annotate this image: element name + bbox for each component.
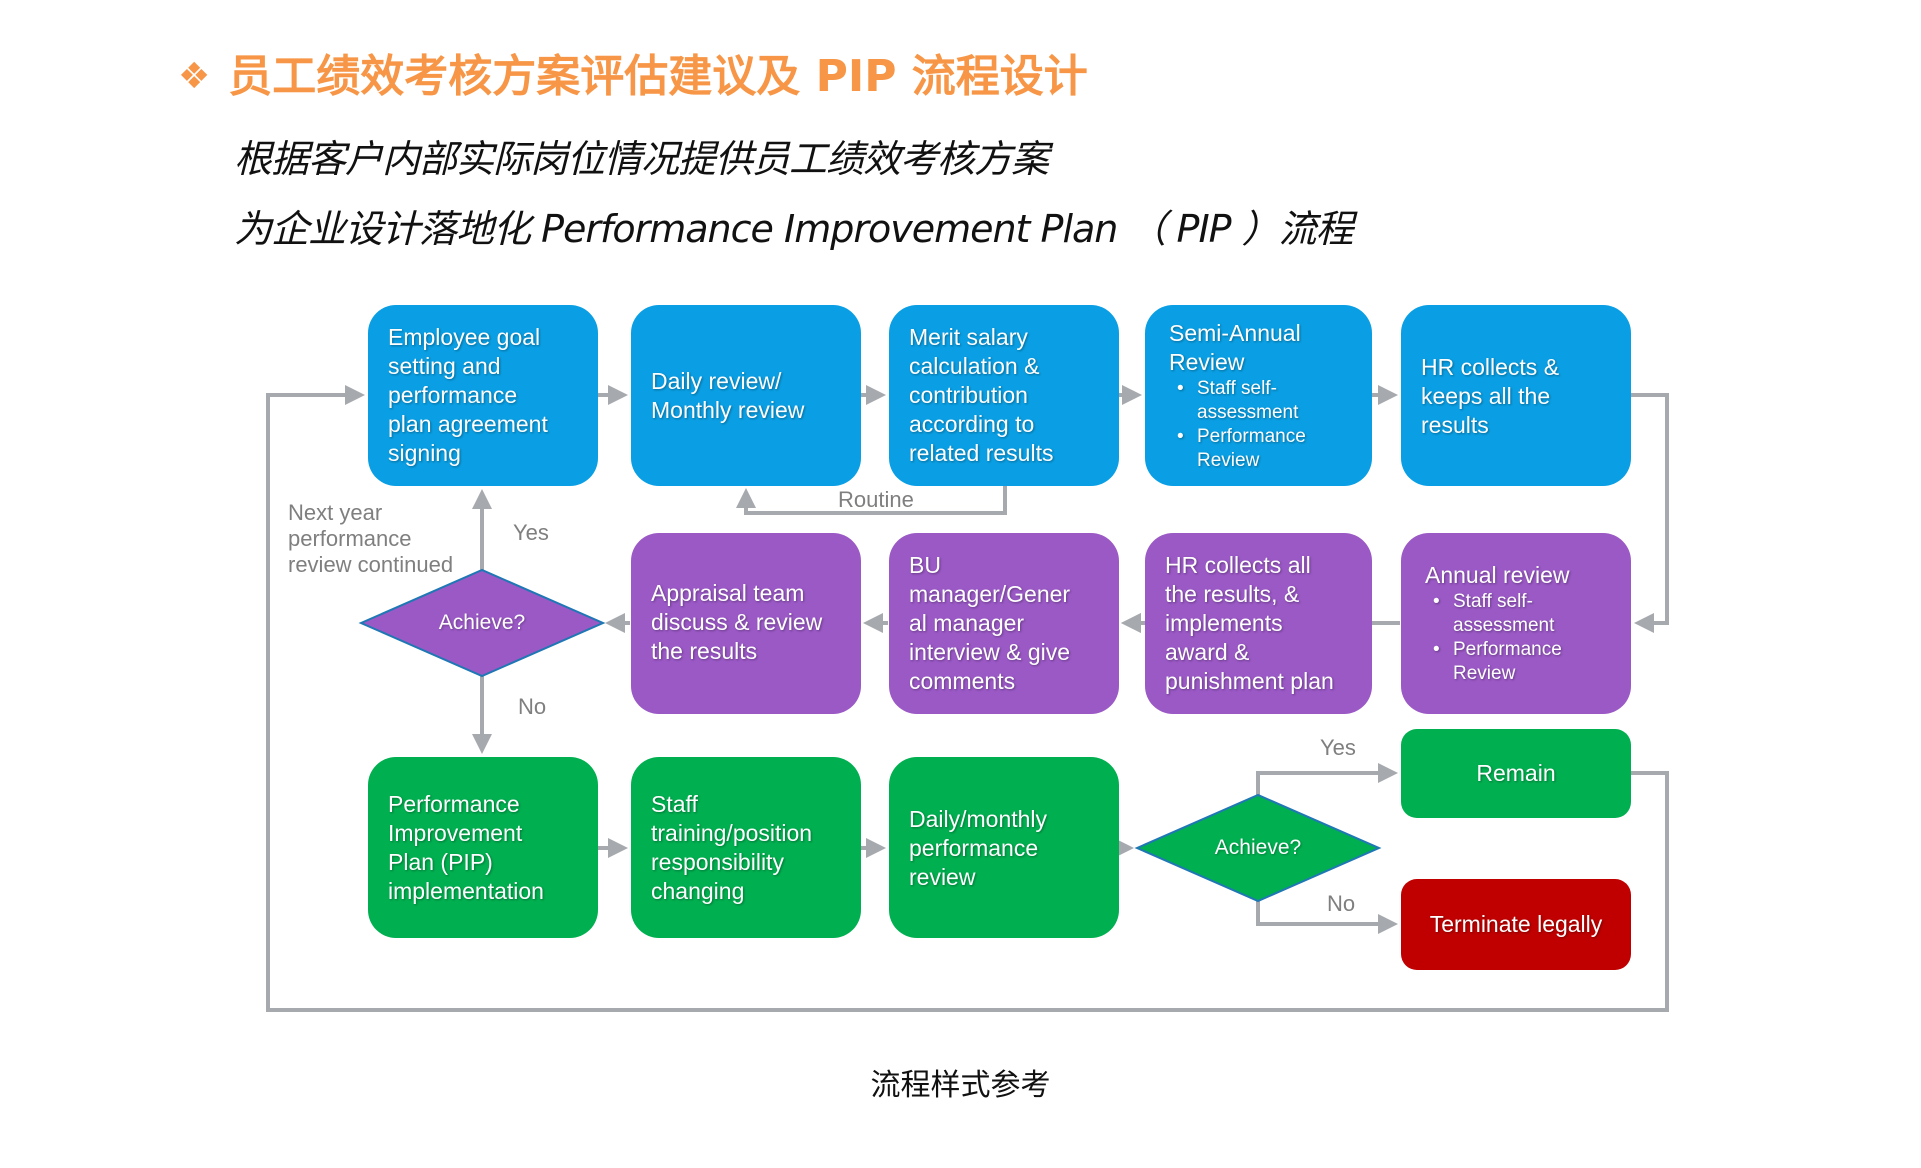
outer-loop <box>266 385 1669 1012</box>
next-year-label: Next year performance review continued <box>288 500 454 577</box>
bullet-item: Staff self-assessment <box>1433 590 1573 638</box>
outcome-remain: Remain <box>1401 729 1631 818</box>
arrow-yes-remain <box>1256 763 1398 795</box>
decision-diamond-2 <box>1134 793 1382 903</box>
semi-annual-bullets: Staff self-assessment Performance Review <box>1169 377 1352 473</box>
diamond-bullet-icon: ❖ <box>178 56 211 97</box>
bullet-item: Staff self-assessment <box>1177 377 1317 425</box>
step-annual-review: Annual review Staff self-assessment Perf… <box>1401 533 1631 714</box>
bullet-item: Performance Review <box>1433 638 1583 686</box>
no-label-1: No <box>518 694 547 719</box>
step-daily-monthly-review: Daily review/ Monthly review <box>631 305 861 486</box>
subtitle-2: 为企业设计落地化 Performance Improvement Plan （ … <box>234 207 1354 251</box>
subtitle-1: 根据客户内部实际岗位情况提供员工绩效考核方案 <box>234 137 1049 181</box>
step-semi-annual-review: Semi-Annual Review Staff self-assessment… <box>1145 305 1372 486</box>
step-pip-implementation: Performance Improvement Plan (PIP) imple… <box>368 757 598 938</box>
decision-diamond-1 <box>358 568 606 678</box>
decision-1-label: Achieve? <box>438 611 526 634</box>
outcome-terminate: Terminate legally <box>1401 879 1631 970</box>
step-hr-collects-keeps: HR collects & keeps all the results <box>1401 305 1631 486</box>
routine-loop <box>736 486 1007 515</box>
step-bu-manager-interview: BU manager/Gener al manager interview & … <box>889 533 1119 714</box>
step-appraisal-team: Appraisal team discuss & review the resu… <box>631 533 861 714</box>
step-hr-award-punishment: HR collects all the results, & implement… <box>1145 533 1372 714</box>
bullet-item: Performance Review <box>1177 425 1317 473</box>
no-label-2: No <box>1327 891 1356 916</box>
arrow-to-annual <box>1631 393 1669 633</box>
yes-label-2: Yes <box>1320 735 1356 760</box>
annual-review-bullets: Staff self-assessment Performance Review <box>1425 590 1611 686</box>
page-title: ❖ 员工绩效考核方案评估建议及 PIP 流程设计 <box>178 40 1088 104</box>
arrow-no-terminate <box>1256 901 1398 934</box>
decision-2-label: Achieve? <box>1214 836 1302 859</box>
step-goal-setting: Employee goal setting and performance pl… <box>368 305 598 486</box>
step-staff-training: Staff training/position responsibility c… <box>631 757 861 938</box>
title-text: 员工绩效考核方案评估建议及 PIP 流程设计 <box>228 51 1088 102</box>
routine-label: Routine <box>838 487 914 512</box>
figure-caption: 流程样式参考 <box>870 1068 1051 1103</box>
step-daily-monthly-performance: Daily/monthly performance review <box>889 757 1119 938</box>
yes-label-1: Yes <box>513 520 549 545</box>
step-merit-salary: Merit salary calculation & contribution … <box>889 305 1119 486</box>
